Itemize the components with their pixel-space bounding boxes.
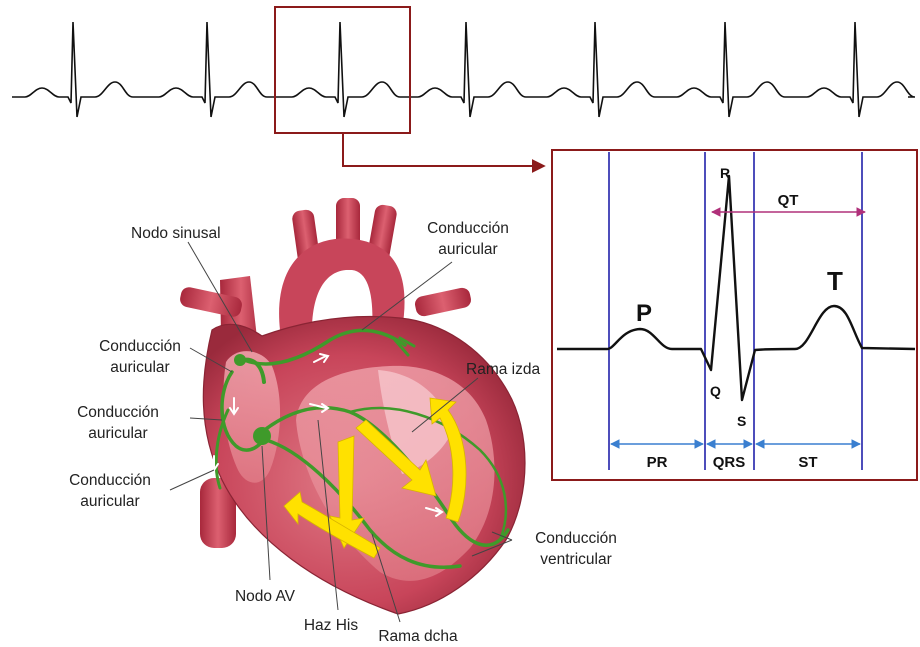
zoom-connector-arrow (343, 133, 543, 166)
label-nodo-av: Nodo AV (235, 588, 296, 605)
r-wave-label: R (720, 165, 730, 181)
label-conduccion-auricular-1-line2: auricular (110, 359, 169, 376)
ecg-rhythm-strip (12, 22, 915, 117)
label-nodo-sinusal: Nodo sinusal (131, 225, 221, 242)
left-pulmonary-artery (414, 286, 473, 317)
label-rama-dcha: Rama dcha (378, 628, 458, 645)
ecg-trace (12, 22, 915, 117)
p-wave-label: P (636, 300, 652, 327)
sinus-node (234, 354, 246, 366)
heart-illustration (179, 198, 525, 614)
label-conduccion-ventricular-line1: Conducción (535, 530, 617, 547)
s-wave-label: S (737, 413, 746, 429)
label-conduccion-auricular-top-line2: auricular (438, 241, 497, 258)
label-conduccion-auricular-1-line1: Conducción (99, 338, 181, 355)
label-conduccion-auricular-2-line2: auricular (88, 425, 147, 442)
ecg-complex-panel: P R Q S T QT PR QRS ST (552, 150, 917, 480)
qt-interval-label: QT (778, 192, 799, 209)
label-conduccion-auricular-2-line1: Conducción (77, 404, 159, 421)
label-conduccion-auricular-top-line1: Conducción (427, 220, 509, 237)
q-wave-label: Q (710, 383, 721, 399)
av-node (253, 427, 271, 445)
label-haz-his: Haz His (304, 617, 359, 634)
qrs-interval-label: QRS (713, 454, 746, 471)
st-interval-label: ST (798, 454, 817, 471)
label-conduccion-auricular-3-line1: Conducción (69, 472, 151, 489)
label-conduccion-ventricular-line2: ventricular (540, 551, 612, 568)
pr-interval-label: PR (647, 454, 668, 471)
label-conduccion-auricular-3-line2: auricular (80, 493, 139, 510)
t-wave-label: T (827, 266, 843, 296)
label-rama-izda: Rama izda (466, 361, 540, 378)
